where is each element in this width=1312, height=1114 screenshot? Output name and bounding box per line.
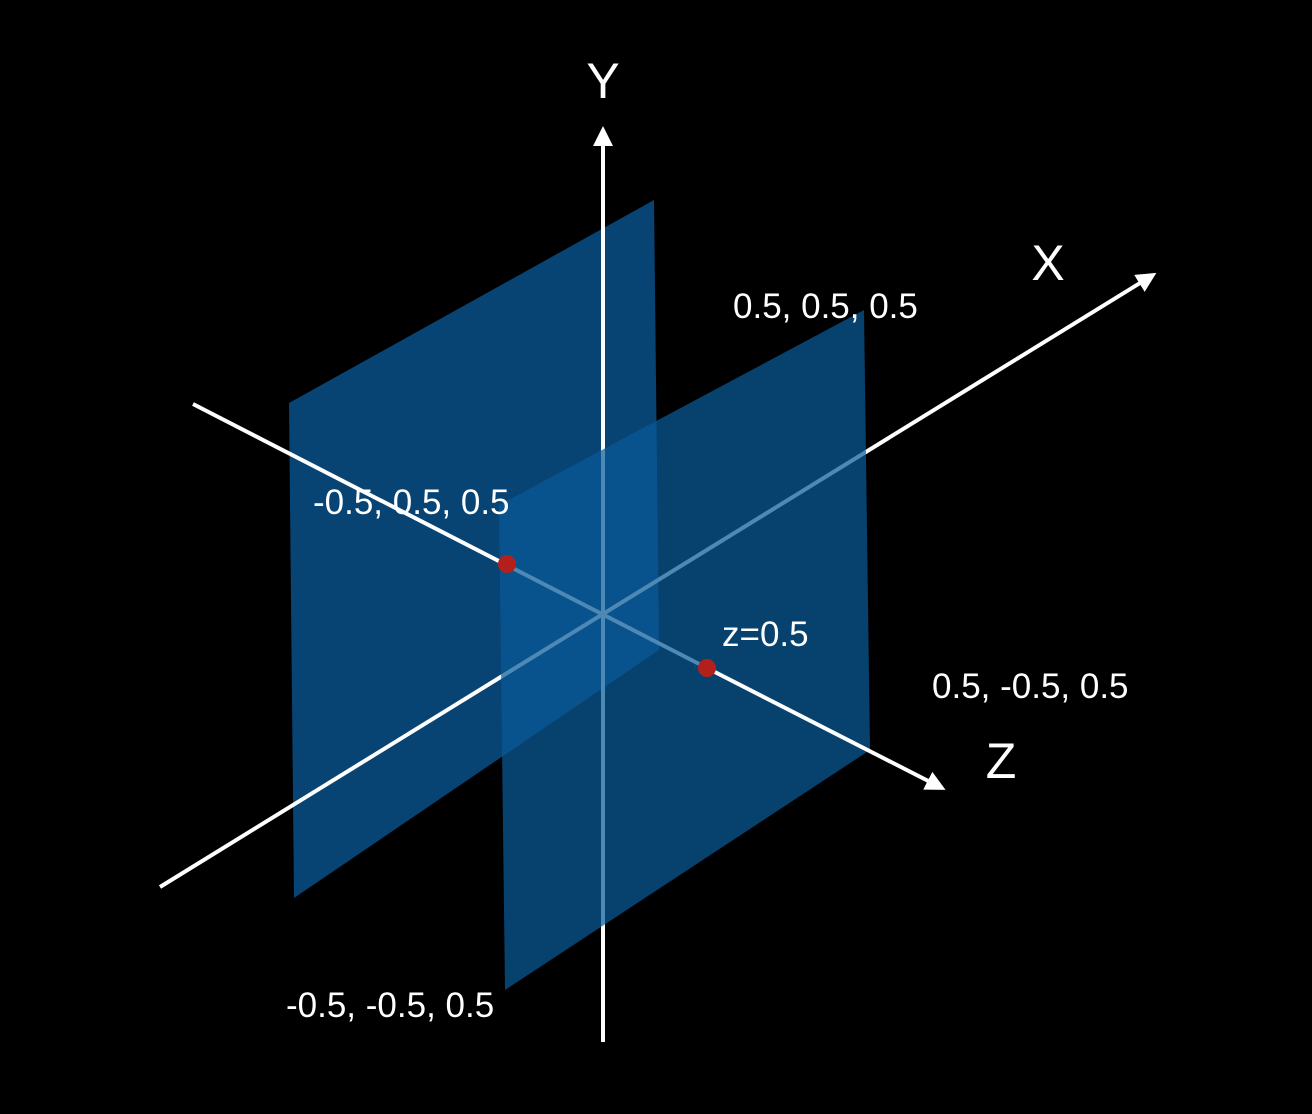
x-axis-label: X — [1031, 235, 1064, 291]
z-axis-front-segment — [706, 666, 946, 790]
z-marker-label: z=0.5 — [722, 615, 809, 654]
corner-label-bottom-left: -0.5, -0.5, 0.5 — [286, 986, 494, 1025]
y-axis-label: Y — [586, 53, 619, 109]
corner-label-bottom-right: 0.5, -0.5, 0.5 — [932, 667, 1129, 706]
point-z-minus — [498, 555, 516, 573]
corner-label-top-left: -0.5, 0.5, 0.5 — [313, 483, 510, 522]
z-axis-label: Z — [986, 733, 1017, 789]
front-plane — [499, 310, 870, 990]
corner-label-top-right: 0.5, 0.5, 0.5 — [733, 287, 918, 326]
point-z-plus — [698, 659, 716, 677]
